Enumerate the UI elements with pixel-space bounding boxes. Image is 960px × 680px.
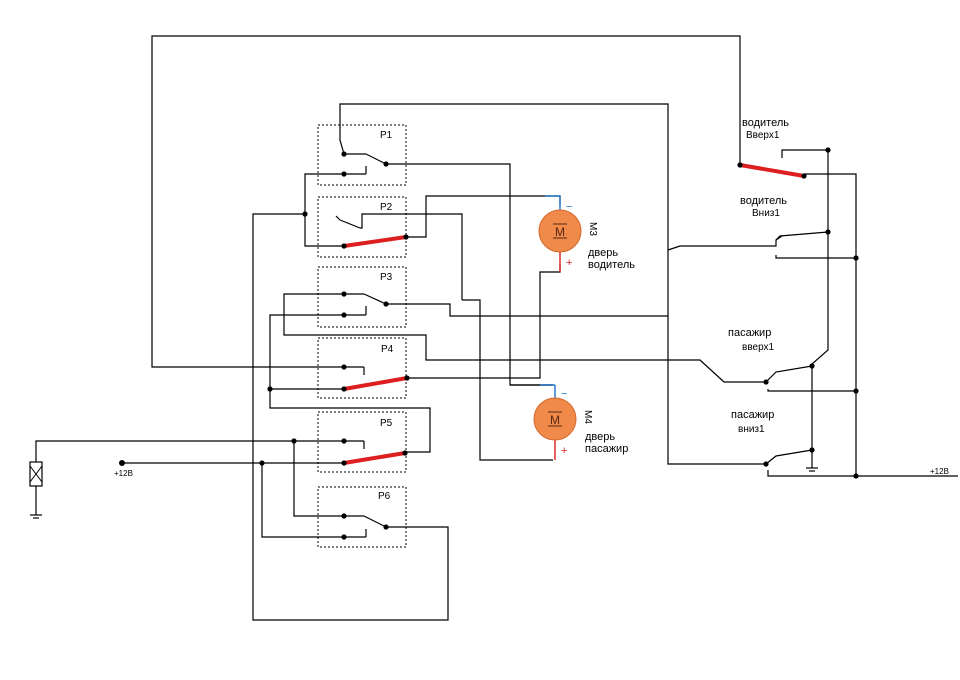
- relay-box-p1: [317, 124, 407, 186]
- relay-active-contact-p4: [342, 376, 409, 391]
- relay-label-p3: P3: [380, 272, 393, 283]
- motor-m4-caption-1: дверь: [585, 431, 615, 443]
- supply-right-label: +12В: [930, 467, 949, 476]
- relay-label-p1: P1: [380, 130, 393, 141]
- motor-m3: M − + M3 дверь водитель: [538, 195, 635, 272]
- fuse-icon: [29, 461, 43, 487]
- relay-contact-p6: [344, 515, 387, 538]
- relay-box-p4: [317, 337, 407, 399]
- motor-m3-plus: +: [566, 257, 572, 269]
- ground-icon: [806, 454, 818, 472]
- relay-box-p5: [317, 411, 407, 473]
- relay-label-p5: P5: [380, 418, 393, 429]
- relay-label-p4: P4: [381, 344, 394, 355]
- driver-down-switch: [775, 235, 783, 241]
- motor-m3-body: [538, 209, 582, 253]
- motor-m4: M − + M4 дверь пасажир: [533, 384, 628, 460]
- motor-m4-symbol: M: [550, 413, 560, 427]
- motor-m3-minus: −: [566, 201, 572, 213]
- driver-up-subtitle: Вверх1: [746, 130, 780, 141]
- relay-label-p6: P6: [378, 491, 391, 502]
- driver-up-title: водитель: [742, 117, 789, 129]
- motor-m3-caption-1: дверь: [588, 247, 618, 259]
- relay-contact-p1: [344, 153, 387, 175]
- motor-symbol-icon: [548, 411, 562, 427]
- passenger-up-title: пасажир: [728, 327, 771, 339]
- driver-down-subtitle: Вниз1: [752, 208, 780, 219]
- driver-up-switch-contact: [738, 163, 806, 178]
- motor-m4-caption-2: пасажир: [585, 443, 628, 455]
- relay-box-p2: [317, 196, 407, 258]
- passenger-down-title: пасажир: [731, 409, 774, 421]
- relay-box-p6: [317, 486, 407, 548]
- passenger-up-subtitle: вверх1: [742, 342, 775, 353]
- motor-m4-body: [533, 397, 577, 441]
- passenger-down-subtitle: вниз1: [738, 424, 765, 435]
- relay-active-contact-p2: [342, 235, 408, 248]
- relay-box-p3: [317, 266, 407, 328]
- relay-contact-p5: [342, 440, 407, 465]
- junction-dots: [119, 147, 859, 540]
- relay-contact-p2: [335, 215, 408, 248]
- driver-down-title: водитель: [740, 195, 787, 207]
- supply-left-label: +12В: [114, 469, 133, 478]
- motor-m4-ref: M4: [582, 410, 593, 424]
- relay-contact-p3: [344, 293, 387, 316]
- wires: [35, 35, 958, 621]
- relay-contact-p4: [342, 366, 409, 391]
- motor-m4-plus: +: [561, 445, 567, 457]
- motor-m4-minus: −: [561, 388, 567, 400]
- motor-m3-caption-2: водитель: [588, 259, 635, 271]
- relay-active-contact-p5: [342, 451, 407, 465]
- motor-symbol-icon: [553, 223, 567, 239]
- motor-m3-ref: M3: [587, 222, 598, 236]
- relay-label-p2: P2: [380, 202, 393, 213]
- ground-icon: [30, 514, 42, 519]
- motor-m3-symbol: M: [555, 225, 565, 239]
